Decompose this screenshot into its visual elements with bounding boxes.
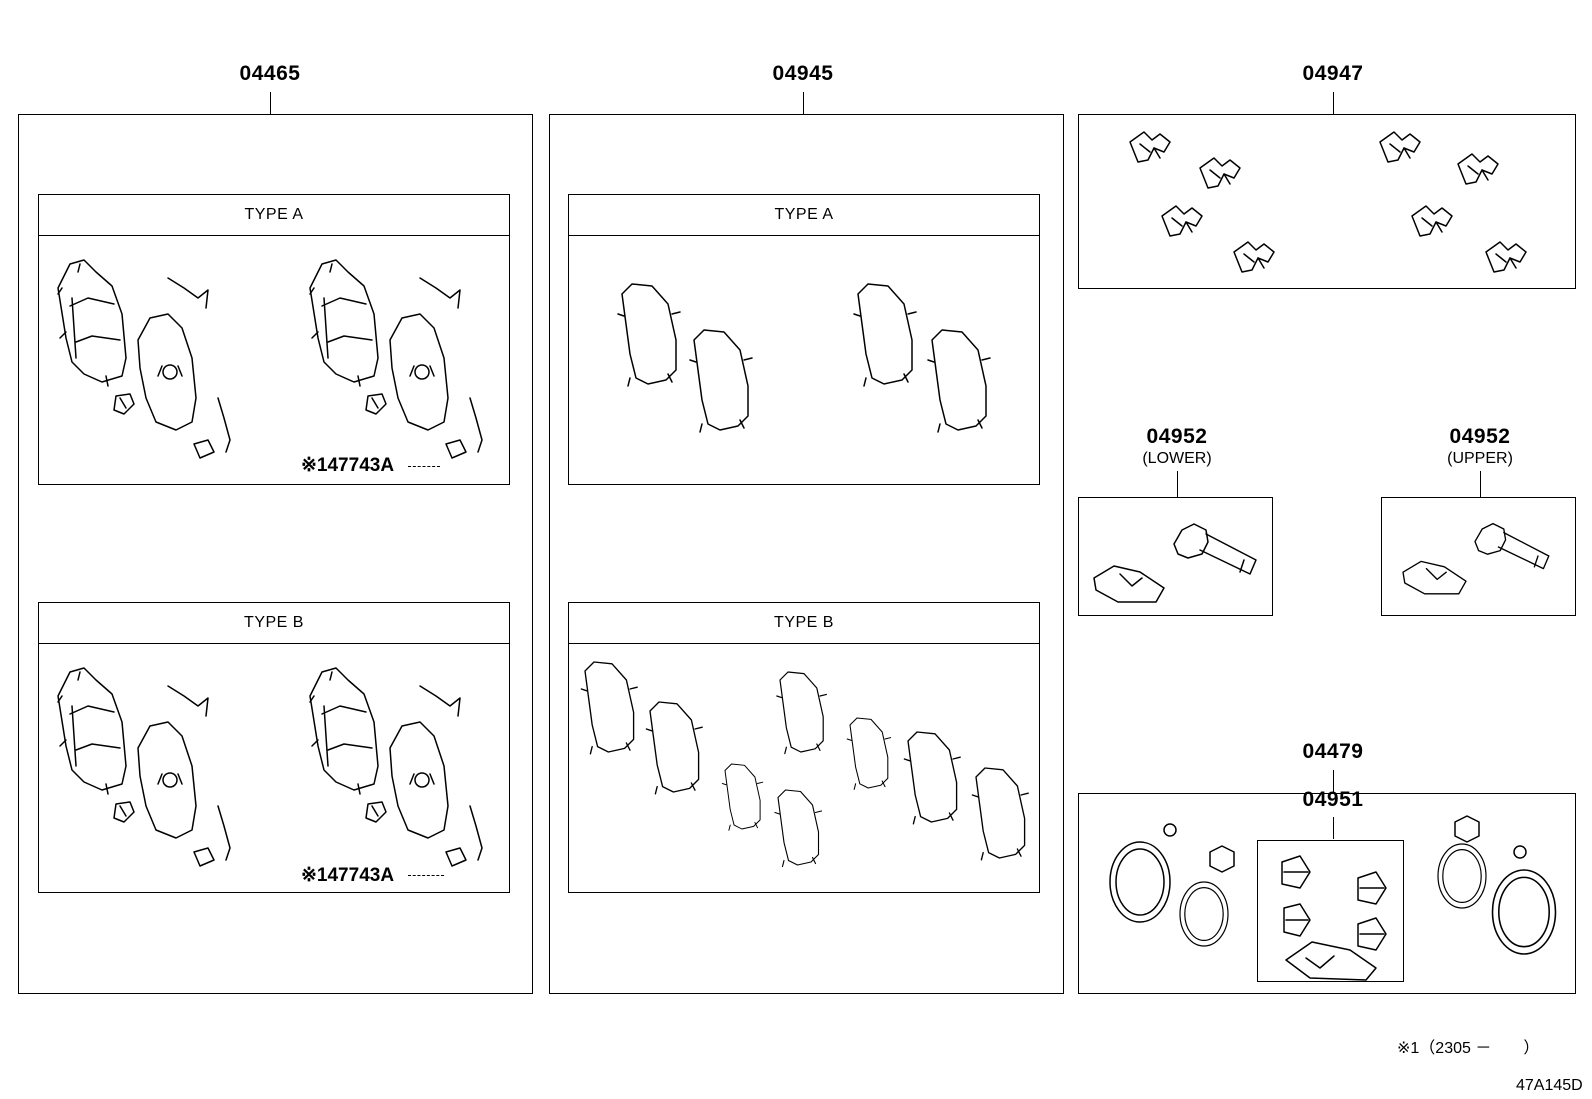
callout-leader [408, 875, 444, 876]
leader-line [803, 92, 804, 114]
shim-kit-type-b: TYPE B [568, 602, 1040, 893]
leader-line [1333, 817, 1334, 839]
leader-line [270, 92, 271, 114]
shim-kit-frame [549, 114, 1064, 994]
pad-kit-type-a: TYPE A [38, 194, 510, 485]
guide-upper-frame [1381, 497, 1576, 616]
leader-line [1177, 471, 1178, 497]
part-number-fitting-kit: 04947 [1302, 62, 1364, 85]
part-number-shim-kit: 04945 [772, 62, 834, 85]
part-number-guide-lower: 04952 [1146, 425, 1208, 448]
cylinder-kit-frame [1078, 793, 1576, 994]
part-number-pad-kit: 04465 [239, 62, 301, 85]
fitting-kit-frame [1078, 114, 1576, 289]
type-b-heading: TYPE B [39, 603, 509, 644]
leader-line [1480, 471, 1481, 497]
shim-kit-type-a: TYPE A [568, 194, 1040, 485]
part-ref-callout-type-a: ※147743A [301, 455, 395, 476]
leader-line [1333, 770, 1334, 793]
qualifier-lower: (LOWER) [1142, 450, 1212, 467]
boot-kit-frame [1257, 840, 1404, 982]
callout-leader [408, 466, 440, 467]
leader-line [1333, 92, 1334, 114]
diagram-code: 47A145D [1516, 1077, 1583, 1094]
type-a-heading: TYPE A [39, 195, 509, 236]
part-number-cylinder-kit: 04479 [1302, 740, 1364, 763]
pad-kit-frame [18, 114, 533, 994]
part-ref-callout-type-b: ※147743A [301, 865, 395, 886]
part-number-guide-upper: 04952 [1449, 425, 1511, 448]
qualifier-upper: (UPPER) [1447, 450, 1513, 467]
type-a-heading: TYPE A [569, 195, 1039, 236]
guide-lower-frame [1078, 497, 1273, 616]
pad-kit-type-b: TYPE B [38, 602, 510, 893]
type-b-heading: TYPE B [569, 603, 1039, 644]
date-footnote: ※1（2305 － ） [1397, 1040, 1540, 1057]
